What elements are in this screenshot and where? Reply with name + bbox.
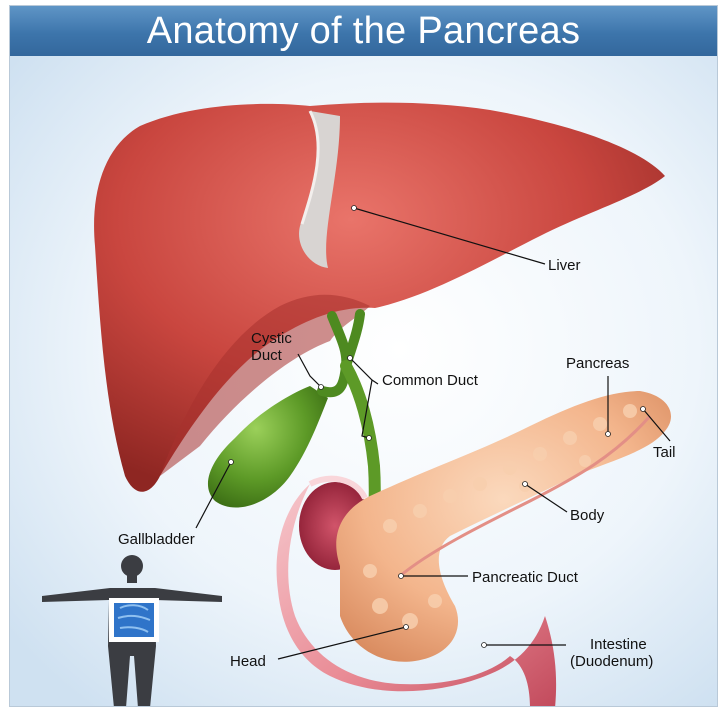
label-common-duct: Common Duct	[382, 372, 479, 389]
label-pancreas: Pancreas	[566, 355, 629, 372]
diagram-frame: Anatomy of the Pancreas	[9, 5, 718, 707]
label-body: Body	[570, 507, 605, 524]
liver-dot	[352, 206, 357, 211]
label-tail: Tail	[653, 444, 676, 461]
cystic-duct-dot	[319, 385, 324, 390]
label-intestine-line2: (Duodenum)	[570, 653, 653, 670]
pancreatic-duct-dot	[399, 574, 404, 579]
label-head: Head	[230, 653, 266, 670]
label-cystic-duct-line1: Cystic	[251, 330, 292, 347]
label-cystic-duct-line2: Duct	[251, 347, 283, 364]
label-pancreatic-duct: Pancreatic Duct	[472, 569, 579, 586]
pancreas-dot	[606, 432, 611, 437]
label-gallbladder: Gallbladder	[118, 531, 195, 548]
tail-dot	[641, 407, 646, 412]
head-dot	[404, 625, 409, 630]
body-dot	[523, 482, 528, 487]
common-duct-dot-lower	[367, 436, 372, 441]
intestine-dot	[482, 643, 487, 648]
gallbladder-dot	[229, 460, 234, 465]
anatomy-illustration: Liver Cystic Duct Common Duct Pancreas T…	[10, 6, 718, 707]
label-intestine-line1: Intestine	[590, 636, 647, 653]
common-duct-dot-upper	[348, 356, 353, 361]
label-liver: Liver	[548, 257, 581, 274]
